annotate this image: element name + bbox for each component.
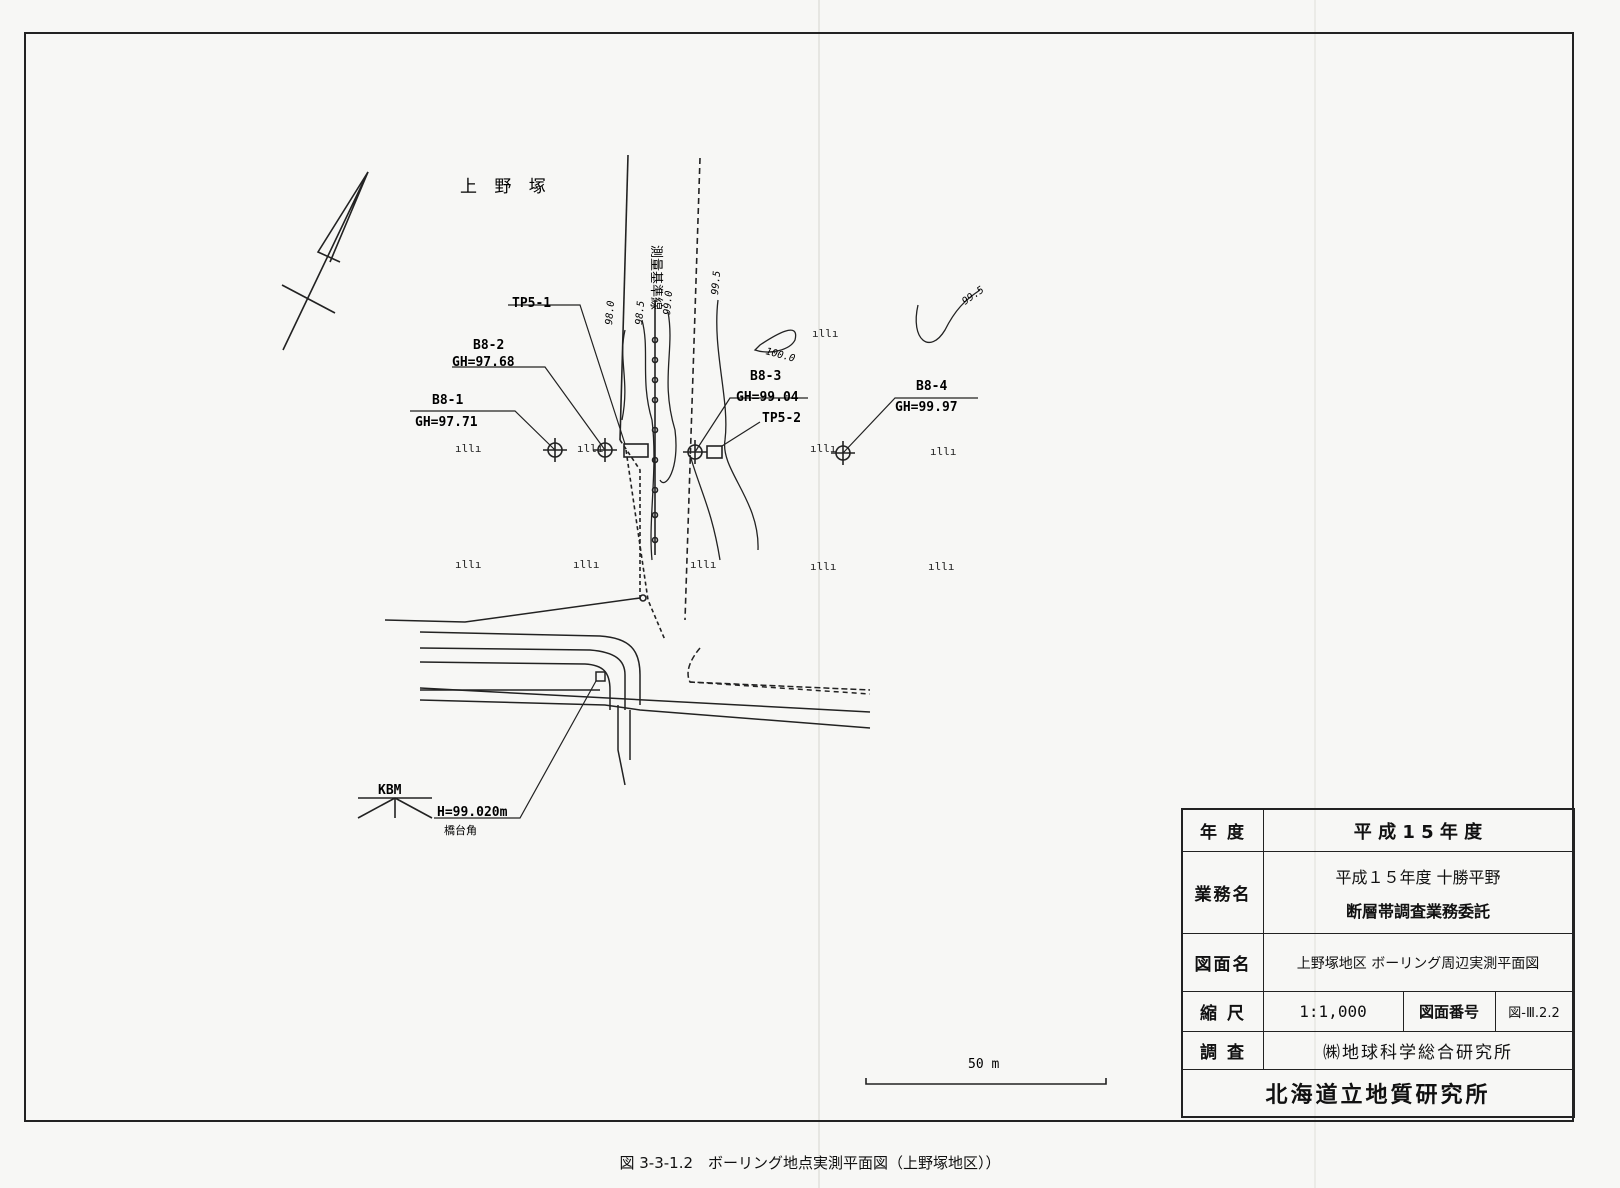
b8-1-name: B8-1 [432,393,463,408]
kbm-benchmark-icon [357,680,597,819]
svg-text:ıllı: ıllı [810,560,837,573]
drawing-label: 図面名 [1183,934,1264,991]
b8-1-gh: GH=97.71 [415,415,478,430]
year-label: 年 度 [1183,810,1264,851]
project-label: 業務名 [1183,852,1264,933]
svg-text:ıllı: ıllı [455,442,482,455]
title-block: 年 度 平 成 1 5 年 度 業務名 平成１５年度 十勝平野 断層帯調査業務委… [1181,808,1575,1118]
svg-text:ıllı: ıllı [812,327,839,340]
svg-text:ıllı: ıllı [455,558,482,571]
test-pit-tp5-2 [706,445,723,459]
drawing-frame [24,32,1574,1122]
number-value: 図-Ⅲ.2.2 [1508,1006,1560,1021]
project-value-line1: 平成１５年度 十勝平野 [1335,867,1501,887]
contour-label: 98.5 [634,300,647,325]
leader-lines [410,304,978,454]
grass-marks: ıllı ıllı ıllı ıllı ıllı ıllı ıllı ıllı ıllı ıl… [455,327,957,573]
survey-value: ㈱地球科学総合研究所 [1323,1043,1513,1063]
b8-2-gh: GH=97.68 [452,355,515,370]
north-arrow-icon [281,171,369,351]
b8-3-gh: GH=99.04 [736,390,799,405]
svg-text:ıllı: ıllı [690,558,717,571]
contour-label: 99.5 [710,270,723,295]
contour-lines [621,289,981,561]
paper-fold [1314,0,1316,1188]
contour-label: 99.0 [662,290,675,315]
figure-caption: 図 3-3-1.2 ボーリング地点実測平面図（上野塚地区）） [619,1154,1001,1172]
kbm-note: 橋台角 [444,823,477,837]
road-label: 測量基準線 [648,245,664,310]
b8-4-name: B8-4 [916,379,947,394]
svg-text:ıllı: ıllı [930,445,957,458]
year-value: 平 成 1 5 年 度 [1353,821,1483,843]
title-row-year: 年 度 平 成 1 5 年 度 [1183,810,1573,852]
title-row-drawing: 図面名 上野塚地区 ボーリング周辺実測平面図 [1183,934,1573,992]
b8-2-name: B8-2 [473,338,504,353]
scale-bar-label: 50 m [968,1057,999,1072]
svg-text:ıllı: ıllı [928,560,955,573]
organization-name: 北海道立地質研究所 [1265,1083,1491,1108]
survey-label: 調 査 [1183,1032,1264,1069]
drawing-value: 上野塚地区 ボーリング周辺実測平面図 [1296,955,1540,972]
project-value-line2: 断層帯調査業務委託 [1345,901,1490,921]
paper-fold [818,0,820,1188]
title-row-scale: 縮 尺 1:1,000 図面番号 図-Ⅲ.2.2 [1183,992,1573,1032]
b8-4-gh: GH=99.97 [895,400,958,415]
kbm-height: H=99.020m [437,805,508,820]
number-label: 図面番号 [1403,992,1496,1031]
scale-bar [865,1078,1107,1085]
contour-label: 98.0 [604,300,617,325]
road-network [384,597,871,786]
place-name: 上 野 塚 [460,177,552,197]
title-row-survey: 調 査 ㈱地球科学総合研究所 [1183,1032,1573,1070]
survey-baseline [619,154,701,641]
tp5-2-name: TP5-2 [762,411,801,426]
scale-value: 1:1,000 [1263,992,1404,1031]
svg-text:ıllı: ıllı [573,558,600,571]
b8-3-name: B8-3 [750,369,781,384]
scale-label: 縮 尺 [1183,992,1264,1031]
tp5-1-name: TP5-1 [512,296,551,311]
svg-text:ıllı: ıllı [810,442,837,455]
title-row-project: 業務名 平成１５年度 十勝平野 断層帯調査業務委託 [1183,852,1573,934]
test-pit-tp5-1 [623,443,649,458]
contour-label: 99.5 [960,285,986,308]
contour-label: 100.0 [764,346,796,364]
svg-text:ıllı: ıllı [577,442,604,455]
kbm-name: KBM [378,783,402,798]
